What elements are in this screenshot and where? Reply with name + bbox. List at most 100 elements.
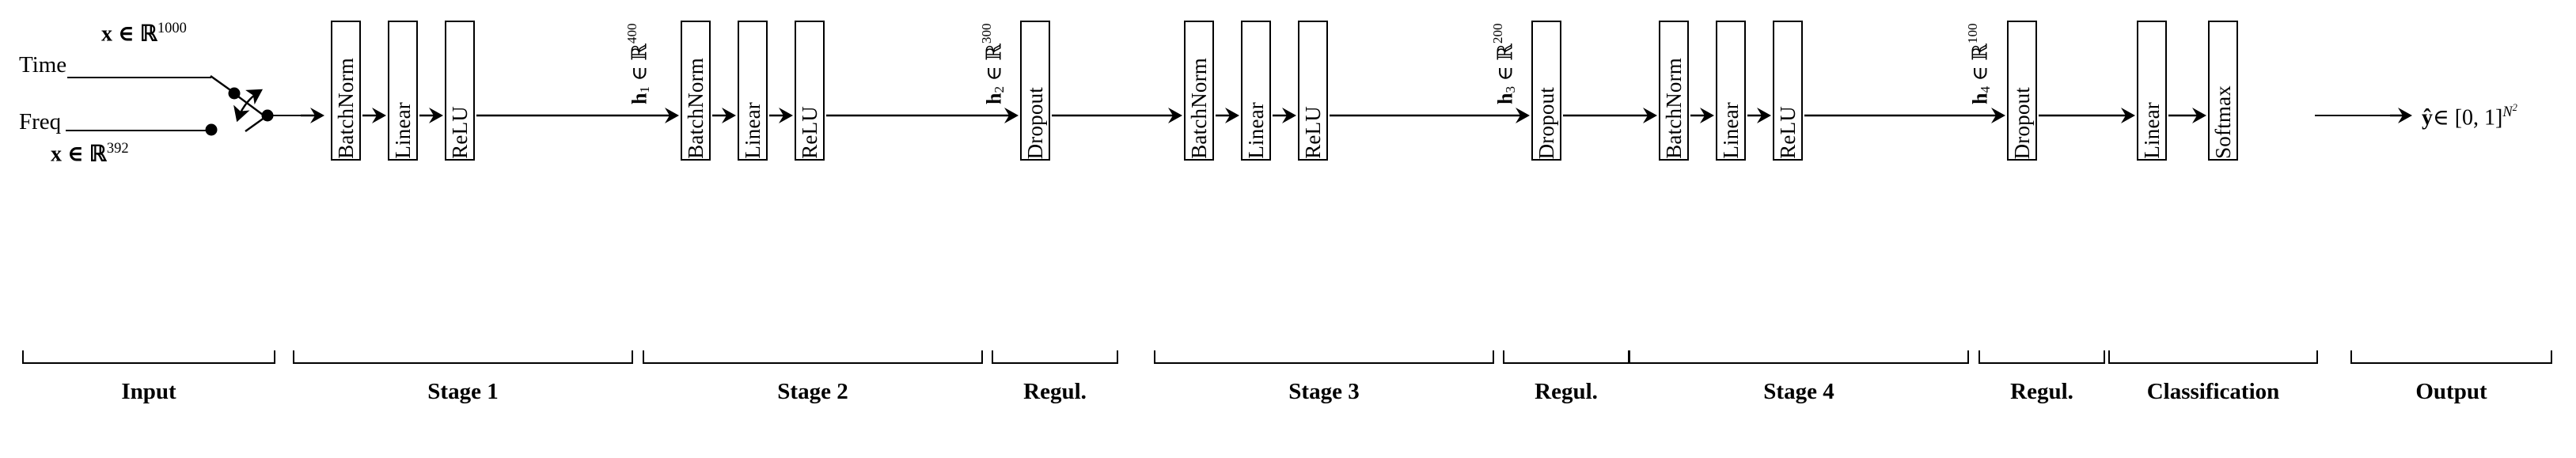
layer-block-label: ReLU — [1775, 106, 1800, 159]
layer-block-s1-bn[interactable]: BatchNorm — [331, 21, 361, 161]
group-bracket-g-output — [2350, 350, 2552, 364]
hidden-tensor-h4: h4 ∈ ℝ100 — [1965, 5, 1993, 104]
group-bracket-g-class — [2108, 350, 2318, 364]
group-label-g-output: Output — [2415, 379, 2487, 404]
layer-block-cls-lin[interactable]: Linear — [2137, 21, 2167, 161]
group-bracket-g-stage1 — [293, 350, 633, 364]
connector-arrow-s2-bn-to-s2-lin — [712, 108, 736, 123]
connector-arrow-s1-relu-to-s2-bn — [476, 108, 679, 123]
layer-block-s3-lin[interactable]: Linear — [1241, 21, 1271, 161]
hidden-tensor-h1: h1 ∈ ℝ400 — [624, 5, 652, 104]
layer-block-s3-bn[interactable]: BatchNorm — [1184, 21, 1214, 161]
group-bracket-g-regul3 — [1978, 350, 2105, 364]
connector-arrow-s4-lin-to-s4-relu — [1747, 108, 1771, 123]
layer-block-label: Linear — [2139, 102, 2164, 159]
time-branch-wire — [67, 77, 211, 78]
layer-block-label: BatchNorm — [1186, 58, 1211, 159]
group-label-g-regul1: Regul. — [1023, 379, 1087, 404]
tensor-symbol: h — [628, 93, 651, 104]
group-bracket-g-input — [22, 350, 275, 364]
freq-branch-wire — [66, 130, 210, 131]
arrow-to-output — [2390, 108, 2412, 123]
tensor-dim: 300 — [979, 23, 994, 44]
group-label-g-stage2: Stage 2 — [777, 379, 848, 404]
layer-block-r2-drop[interactable]: Dropout — [1531, 21, 1561, 161]
layer-block-s1-relu[interactable]: ReLU — [445, 21, 475, 161]
layer-block-s2-lin[interactable]: Linear — [738, 21, 768, 161]
hidden-tensor-h2: h2 ∈ ℝ300 — [979, 5, 1007, 104]
connector-arrow-s2-lin-to-s2-relu — [769, 108, 793, 123]
layer-block-r1-drop[interactable]: Dropout — [1020, 21, 1050, 161]
group-label-g-regul3: Regul. — [2010, 379, 2073, 404]
layer-block-label: BatchNorm — [333, 58, 358, 159]
group-label-g-regul2: Regul. — [1535, 379, 1598, 404]
group-bracket-g-regul2 — [1503, 350, 1629, 364]
layer-block-r3-drop[interactable]: Dropout — [2007, 21, 2037, 161]
input-selector-switch[interactable] — [206, 63, 309, 142]
connector-arrow-r1-drop-to-s3-bn — [1052, 108, 1182, 123]
connector-arrow-r3-drop-to-cls-lin — [2039, 108, 2135, 123]
connector-arrow-s3-bn-to-s3-lin — [1216, 108, 1239, 123]
connector-arrow-r2-drop-to-s4-bn — [1563, 108, 1657, 123]
connector-arrow-s2-relu-to-r1-drop — [826, 108, 1019, 123]
layer-block-label: Dropout — [2009, 86, 2034, 159]
tensor-set: ∈ ℝ — [1968, 44, 1992, 86]
tensor-set: ∈ ℝ — [1493, 44, 1517, 86]
group-label-g-input: Input — [121, 379, 176, 404]
layer-block-s4-lin[interactable]: Linear — [1716, 21, 1746, 161]
layer-block-s4-relu[interactable]: ReLU — [1773, 21, 1803, 161]
connector-arrow-s4-relu-to-r3-drop — [1804, 108, 2005, 123]
layer-block-label: Linear — [1718, 102, 1743, 159]
input-branch-time-tensor: x ∈ ℝ1000 — [101, 20, 187, 47]
group-bracket-g-stage4 — [1629, 350, 1969, 364]
layer-block-label: Dropout — [1534, 86, 1558, 159]
switch-to-stage1-wire — [267, 115, 311, 116]
group-label-g-class: Classification — [2146, 379, 2280, 404]
layer-block-label: BatchNorm — [683, 58, 708, 159]
layer-block-label: ReLU — [797, 106, 821, 159]
tensor-dim: 100 — [1965, 23, 1980, 44]
arrow-into-stage1 — [301, 108, 324, 123]
group-label-g-stage1: Stage 1 — [427, 379, 499, 404]
group-bracket-g-stage3 — [1154, 350, 1494, 364]
tensor-index: 3 — [1502, 85, 1518, 93]
layer-block-label: ReLU — [1300, 106, 1325, 159]
softmax-to-output-wire — [2315, 115, 2410, 116]
layer-block-s2-relu[interactable]: ReLU — [795, 21, 825, 161]
tensor-symbol: h — [1968, 93, 1992, 104]
output-tensor-label: ŷ∈ [0, 1]N2 — [2422, 102, 2517, 131]
tensor-symbol: h — [1493, 93, 1517, 104]
hidden-tensor-h3: h3 ∈ ℝ200 — [1490, 5, 1518, 104]
layer-block-label: BatchNorm — [1661, 58, 1686, 159]
layer-block-s3-relu[interactable]: ReLU — [1298, 21, 1328, 161]
input-branch-freq-label: Freq — [19, 109, 62, 134]
connector-arrow-s3-lin-to-s3-relu — [1273, 108, 1296, 123]
connector-arrow-s4-bn-to-s4-lin — [1690, 108, 1714, 123]
layer-block-s4-bn[interactable]: BatchNorm — [1659, 21, 1689, 161]
layer-block-label: Linear — [1243, 102, 1268, 159]
tensor-set: ∈ ℝ — [628, 44, 651, 86]
connector-arrow-cls-lin-to-cls-sm — [2168, 108, 2206, 123]
layer-block-label: ReLU — [447, 106, 472, 159]
tensor-symbol: h — [982, 93, 1006, 104]
tensor-index: 2 — [991, 85, 1007, 93]
tensor-index: 1 — [636, 85, 652, 93]
layer-block-label: Linear — [740, 102, 764, 159]
layer-block-s1-lin[interactable]: Linear — [388, 21, 418, 161]
connector-arrow-s1-lin-to-s1-relu — [419, 108, 443, 123]
input-branch-time-label: Time — [19, 52, 67, 78]
group-bracket-g-stage2 — [643, 350, 983, 364]
tensor-dim: 200 — [1490, 23, 1505, 44]
group-bracket-g-regul1 — [992, 350, 1118, 364]
group-label-g-stage4: Stage 4 — [1763, 379, 1834, 404]
layer-block-s2-bn[interactable]: BatchNorm — [681, 21, 711, 161]
group-label-g-stage3: Stage 3 — [1288, 379, 1360, 404]
tensor-index: 4 — [1977, 85, 1993, 93]
freq-contact-dot — [205, 123, 218, 136]
connector-arrow-s3-relu-to-r2-drop — [1330, 108, 1530, 123]
layer-block-cls-sm[interactable]: Softmax — [2208, 21, 2238, 161]
layer-block-label: Softmax — [2210, 85, 2235, 159]
tensor-set: ∈ ℝ — [982, 44, 1006, 86]
tensor-dim: 400 — [624, 23, 639, 44]
